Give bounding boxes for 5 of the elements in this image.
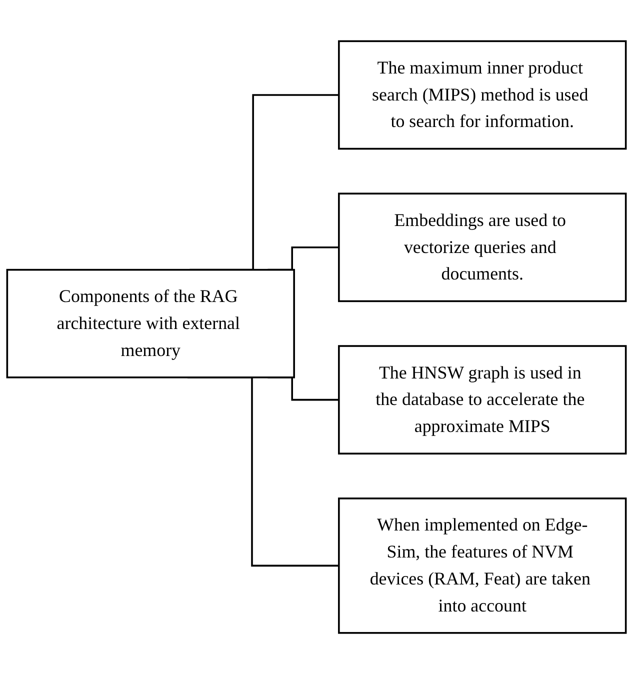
node-box: Components of the RAG architecture with external memory	[6, 268, 295, 378]
node-box: Embeddings are used to vectorize queries and documents.	[338, 192, 627, 302]
node-box: When implemented on Edge-Sim, the features of NVM devices (RAM, Feat) are taken into account	[338, 497, 627, 634]
node-box: The maximum inner product search (MIPS) method is used to search for information.	[338, 40, 627, 150]
node-box: The HNSW graph is used in the database to accelerate the approximate MIPS	[338, 345, 627, 454]
